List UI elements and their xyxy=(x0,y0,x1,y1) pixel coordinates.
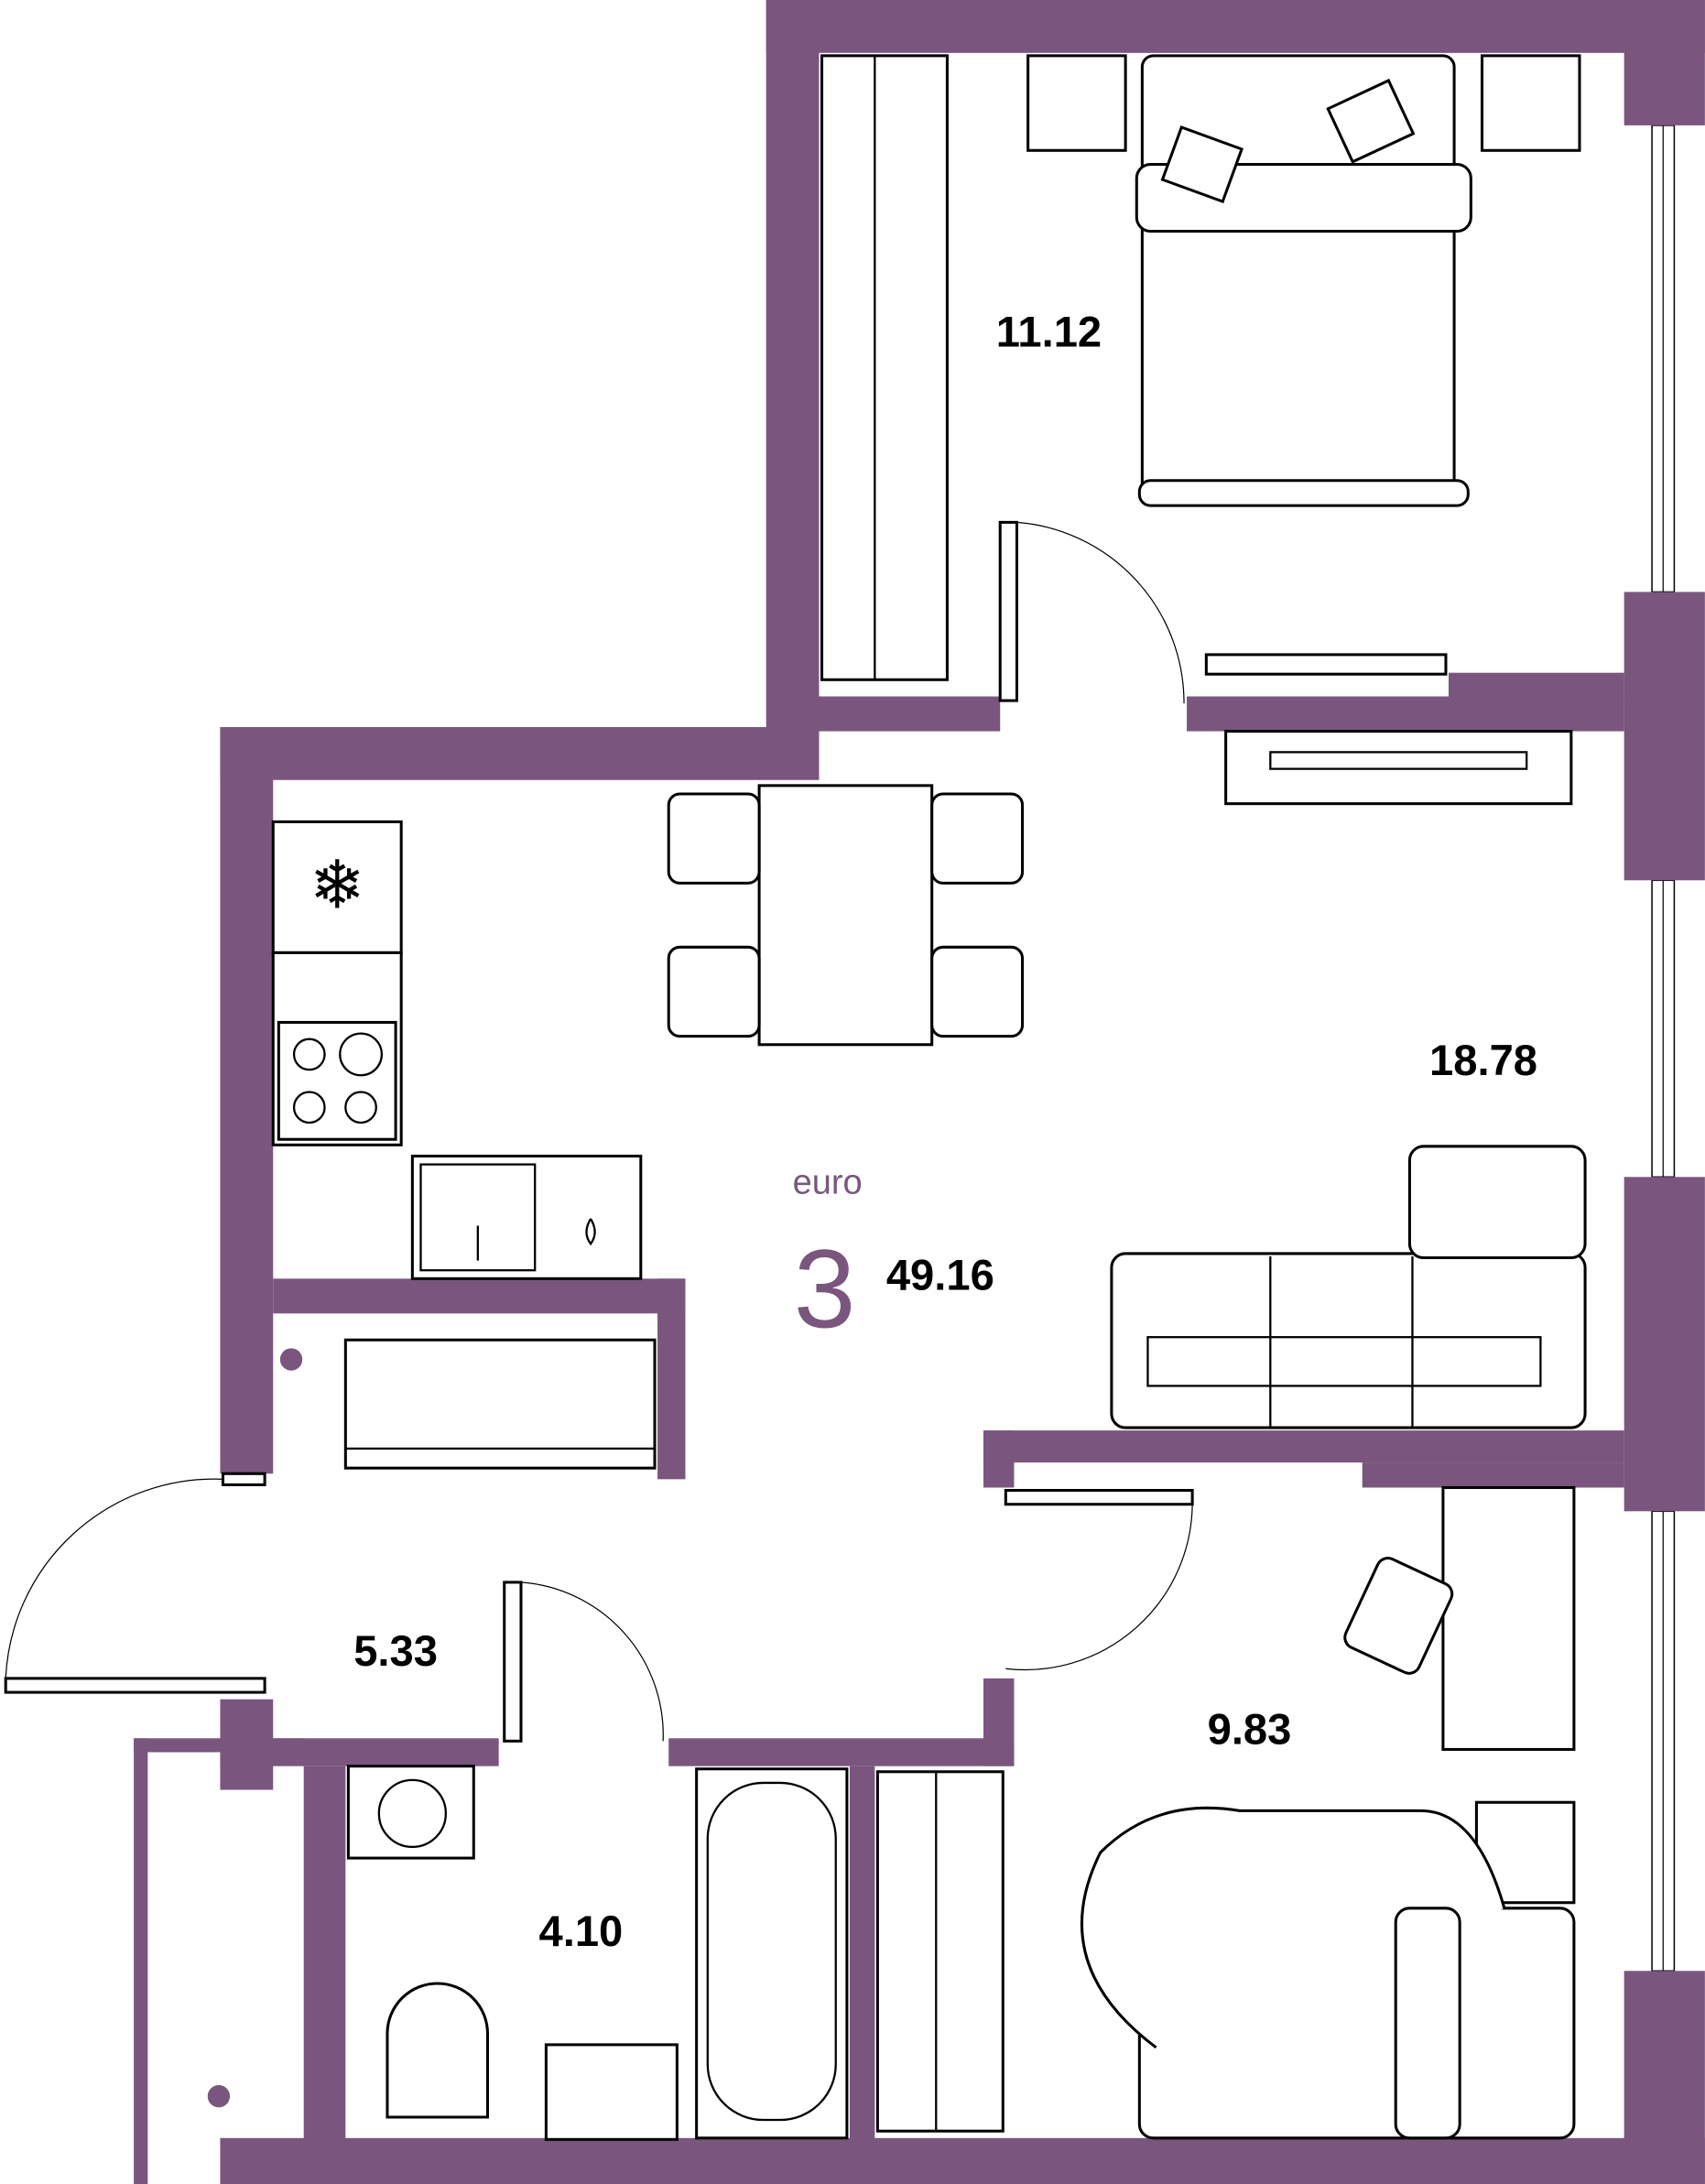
rooms-count: 3 xyxy=(794,1227,856,1352)
area-label-hallway: 5.33 xyxy=(353,1626,438,1675)
kitchen-furniture: ❄ xyxy=(271,820,643,1280)
walls xyxy=(134,0,1705,2184)
total-area: 49.16 xyxy=(886,1250,994,1298)
apartment-type-label: euro xyxy=(793,1164,863,1202)
dining-table xyxy=(757,784,934,1047)
sofa xyxy=(1110,1252,1587,1429)
bathroom-fixtures xyxy=(346,1765,849,2141)
office-chair xyxy=(1343,1557,1454,1675)
nightstand xyxy=(1480,54,1581,152)
tv-console xyxy=(1224,730,1573,806)
bedroom-furniture xyxy=(820,54,1581,681)
area-label-bedroom-2: 9.83 xyxy=(1208,1704,1292,1753)
area-label-bedroom: 11.12 xyxy=(996,308,1102,356)
snowflake-icon: ❄ xyxy=(310,847,365,925)
tv-stand xyxy=(1204,653,1448,676)
chair xyxy=(667,945,761,1038)
stove xyxy=(277,1020,397,1141)
windows xyxy=(1651,125,1676,1972)
desk xyxy=(1441,1485,1576,1751)
toilet xyxy=(386,1982,490,2119)
chair xyxy=(930,945,1025,1038)
hallway-wardrobe xyxy=(207,1338,657,2108)
chair xyxy=(930,792,1025,885)
living-furniture xyxy=(667,730,1587,1429)
area-label-living: 18.78 xyxy=(1429,1036,1537,1084)
bedroom2-furniture xyxy=(875,1485,1576,2140)
bathtub xyxy=(695,1767,849,2140)
nightstand xyxy=(1026,54,1127,152)
area-label-bathroom: 4.10 xyxy=(539,1907,624,1955)
sink xyxy=(419,1163,537,1272)
chair xyxy=(667,792,761,885)
doors xyxy=(4,520,1194,1743)
wardrobe xyxy=(820,54,949,681)
wardrobe xyxy=(875,1770,1005,2133)
sink xyxy=(544,2043,679,2141)
fridge xyxy=(271,820,403,954)
washing-machine xyxy=(346,1765,475,1860)
